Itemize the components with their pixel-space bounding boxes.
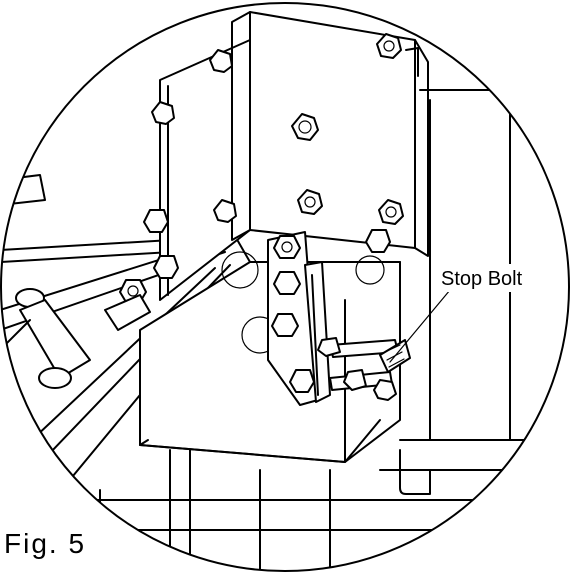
- callout-leader-line: [389, 289, 451, 363]
- figure-caption: Fig. 5: [4, 528, 87, 559]
- hook: [399, 449, 431, 495]
- stop-bolt-callout: Stop Bolt: [389, 264, 548, 363]
- hex-bolts: [119, 33, 404, 401]
- callout-label-background: [438, 264, 548, 292]
- upper-mounting-plate: [231, 11, 429, 257]
- stop-bolt: [317, 337, 411, 391]
- callout-label: Stop Bolt: [441, 268, 523, 290]
- detail-view: [1, 11, 569, 571]
